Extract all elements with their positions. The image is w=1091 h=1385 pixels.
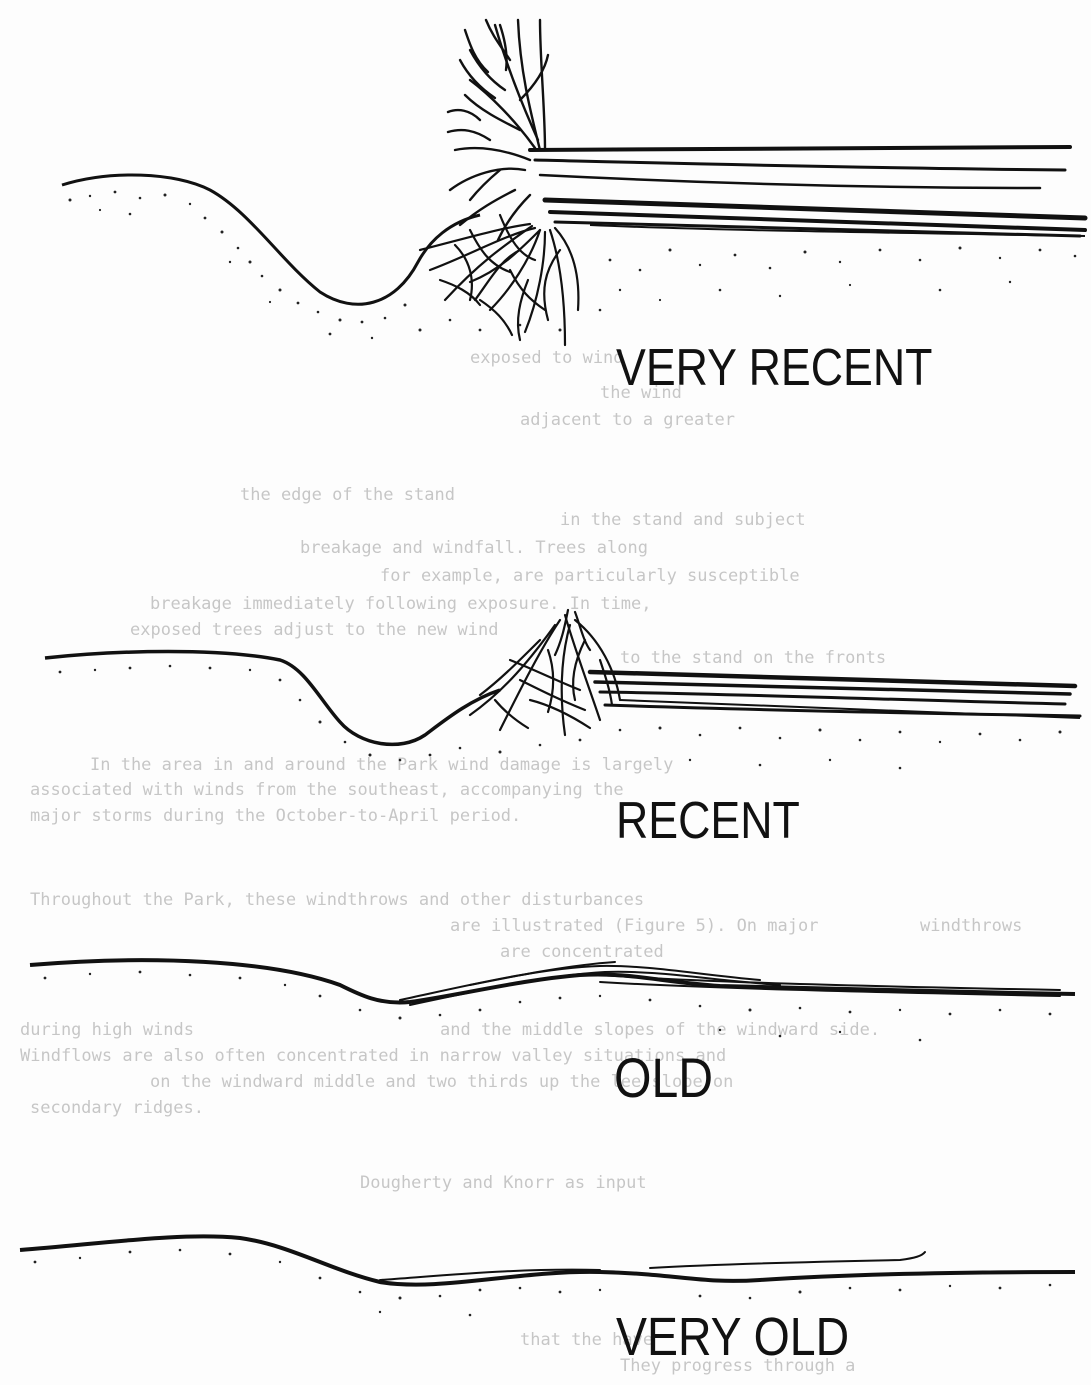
ground-surface-recent [45,652,500,745]
stage-label-recent: RECENT [616,791,800,851]
soil-stipple-very-old [34,1249,1052,1317]
ground-surface-very-recent [62,175,480,304]
ground-surface-very-old [20,1236,1075,1284]
stage-label-very-recent: VERY RECENT [616,338,932,398]
fallen-logs-old [400,962,1060,1005]
panel-very-recent [62,20,1085,345]
soil-stipple-old [44,971,1052,1042]
panel-old [30,960,1075,1041]
root-wad-very-recent [420,215,578,345]
fallen-trunks-very-recent [530,147,1085,236]
stage-label-old: OLD [614,1045,713,1110]
panel-very-old [20,1236,1075,1316]
tree-crown-very-recent [448,20,548,240]
stage-label-very-old: VERY OLD [616,1306,849,1368]
ground-surface-old [30,960,1075,1002]
panel-recent [45,610,1080,769]
